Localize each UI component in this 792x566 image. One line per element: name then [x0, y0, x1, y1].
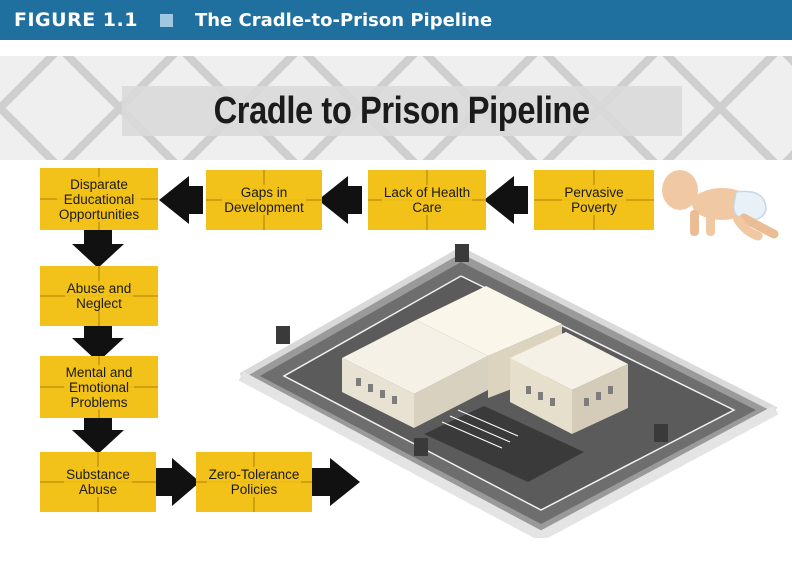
- arrow-down-3: [72, 416, 124, 454]
- arrow-right-2: [306, 458, 360, 506]
- step-zero-tolerance-policies: Zero-Tolerance Policies: [196, 452, 312, 512]
- step-label: Gaps in Development: [222, 185, 306, 215]
- step-pervasive-poverty: Pervasive Poverty: [534, 170, 654, 230]
- title-banner: Cradle to Prison Pipeline: [122, 86, 682, 136]
- arrow-down-1: [72, 226, 124, 268]
- step-label: Substance Abuse: [64, 467, 132, 497]
- step-lack-of-health-care: Lack of Health Care: [368, 170, 486, 230]
- prison-icon: [238, 244, 779, 538]
- step-label: Mental and Emotional Problems: [63, 364, 135, 410]
- step-substance-abuse: Substance Abuse: [40, 452, 156, 512]
- arrow-right-1: [150, 458, 200, 506]
- step-disparate-educational-opportunities: Disparate Educational Opportunities: [40, 168, 158, 230]
- step-label: Disparate Educational Opportunities: [56, 176, 142, 222]
- step-label: Lack of Health Care: [381, 185, 473, 215]
- step-mental-and-emotional-problems: Mental and Emotional Problems: [40, 356, 158, 418]
- step-gaps-in-development: Gaps in Development: [206, 170, 322, 230]
- arrow-left-2: [318, 176, 362, 224]
- arrow-down-2: [72, 324, 124, 362]
- step-label: Pervasive Poverty: [562, 185, 626, 215]
- figure-header: FIGURE 1.1 The Cradle-to-Prison Pipeline: [0, 0, 792, 40]
- arrow-left-1: [484, 176, 528, 224]
- square-icon: [159, 13, 173, 27]
- figure-label: FIGURE 1.1: [14, 9, 138, 31]
- step-label: Zero-Tolerance Policies: [206, 467, 302, 497]
- banner-title: Cradle to Prison Pipeline: [213, 89, 591, 132]
- arrow-left-3: [159, 176, 203, 224]
- crawling-baby-icon: [662, 170, 779, 241]
- step-label: Abuse and Neglect: [64, 281, 134, 311]
- step-abuse-and-neglect: Abuse and Neglect: [40, 266, 158, 326]
- figure-title: The Cradle-to-Prison Pipeline: [194, 9, 493, 31]
